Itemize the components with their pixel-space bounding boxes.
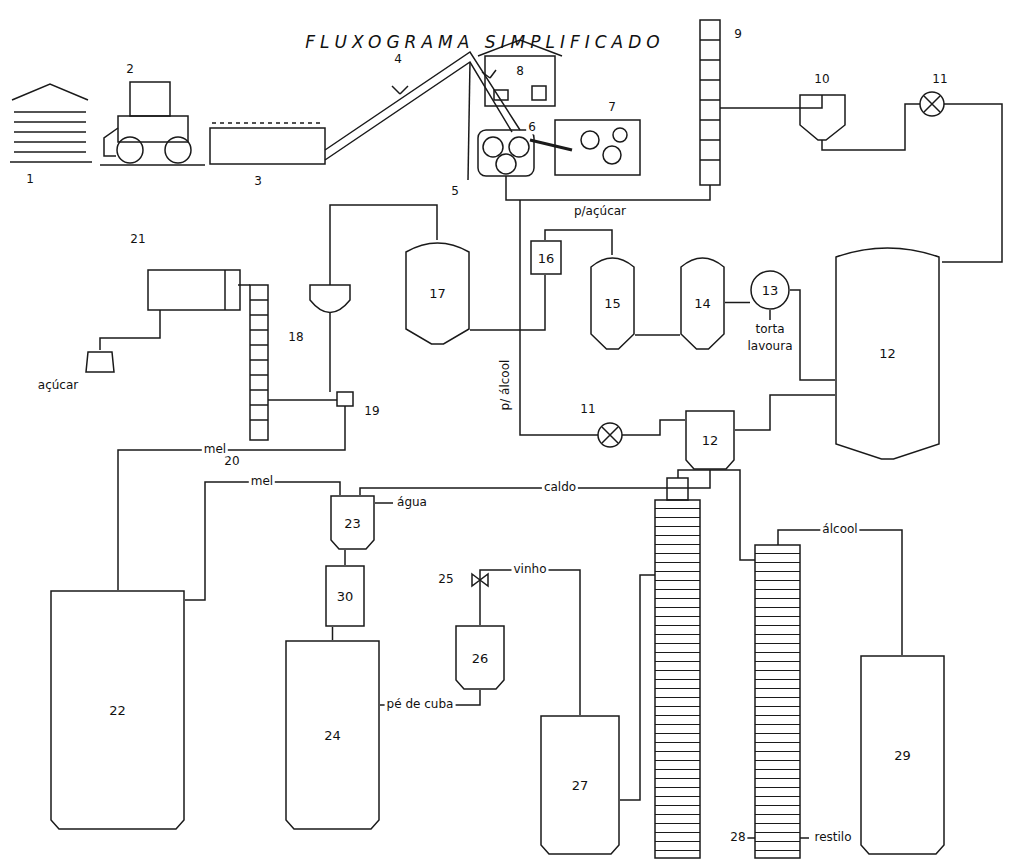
callout-number: 6	[526, 121, 538, 134]
equipment-vessel: 29	[860, 655, 945, 855]
callout-number: 10	[812, 73, 831, 86]
stream-label: lavoura	[745, 340, 794, 353]
equipment-vessel: 14	[680, 255, 725, 350]
pipe-line	[332, 627, 334, 640]
callout-number: 30	[337, 589, 354, 604]
stream-label: pé de cuba	[385, 698, 456, 711]
equipment-vessel: 27	[540, 715, 620, 855]
equipment-vessel: 22	[50, 590, 185, 830]
pipe-line	[790, 290, 835, 380]
equipment-vessel: 17	[405, 240, 470, 345]
callout-number: 29	[894, 748, 911, 763]
stream-label: restilo	[812, 831, 853, 844]
equipment-vessel: 12	[685, 410, 735, 470]
callout-number: 15	[604, 295, 621, 310]
callout-number: 7	[606, 101, 618, 114]
callout-number: 9	[732, 28, 744, 41]
callout-number: 25	[436, 573, 455, 586]
callout-number: 4	[392, 53, 404, 66]
pipe-line	[470, 275, 545, 330]
callout-number: 26	[472, 650, 489, 665]
callout-number: 12	[879, 345, 896, 360]
callout-number: 14	[694, 295, 711, 310]
pipe-line	[735, 395, 835, 430]
equipment-vessel: 30	[325, 565, 365, 627]
callout-number: 1	[24, 173, 36, 186]
callout-number: 17	[429, 285, 446, 300]
stream-label: vinho	[512, 563, 549, 576]
callout-number: 11	[930, 73, 949, 86]
pipe-line	[725, 302, 750, 304]
callout-number: 22	[109, 703, 126, 718]
callout-number: 5	[449, 185, 461, 198]
equipment-vessel: 23	[330, 495, 375, 550]
callout-number: 21	[128, 233, 147, 246]
callout-number: 13	[762, 283, 779, 298]
stream-label: torta	[753, 323, 786, 336]
callout-number: 12	[702, 433, 719, 448]
pipe-line	[360, 470, 710, 495]
stream-label: mel	[202, 443, 228, 456]
equipment-vessel: 13	[750, 270, 790, 310]
pipe-line	[344, 550, 346, 565]
stream-label: p/açúcar	[572, 205, 628, 218]
stream-label: mel	[249, 475, 275, 488]
diagram-title: FLUXOGRAMA SIMPLIFICADO	[305, 32, 664, 52]
callout-number: 16	[538, 250, 555, 265]
stream-label: p/ álcool	[499, 358, 512, 413]
equipment-vessel: 26	[455, 625, 505, 690]
stream-label: caldo	[542, 481, 578, 494]
stream-label: água	[395, 496, 429, 509]
callout-number: 23	[344, 515, 361, 530]
callout-number: 27	[572, 778, 589, 793]
stream-label: álcool	[820, 523, 859, 536]
callout-number: 3	[252, 175, 264, 188]
equipment-vessel: 24	[285, 640, 380, 830]
callout-number: 11	[578, 403, 597, 416]
pipe-line	[635, 334, 680, 336]
callout-number: 24	[324, 728, 341, 743]
callout-number: 19	[362, 405, 381, 418]
callout-number: 2	[124, 63, 136, 76]
callout-number: 8	[514, 65, 526, 78]
stream-label: açúcar	[36, 379, 80, 392]
equipment-vessel: 16	[530, 240, 562, 275]
equipment-vessel: 12	[835, 245, 940, 460]
equipment-vessel: 15	[590, 255, 635, 350]
callout-number: 28	[728, 831, 747, 844]
callout-number: 18	[286, 331, 305, 344]
callout-number: 20	[222, 455, 241, 468]
pipe-line	[185, 482, 340, 600]
